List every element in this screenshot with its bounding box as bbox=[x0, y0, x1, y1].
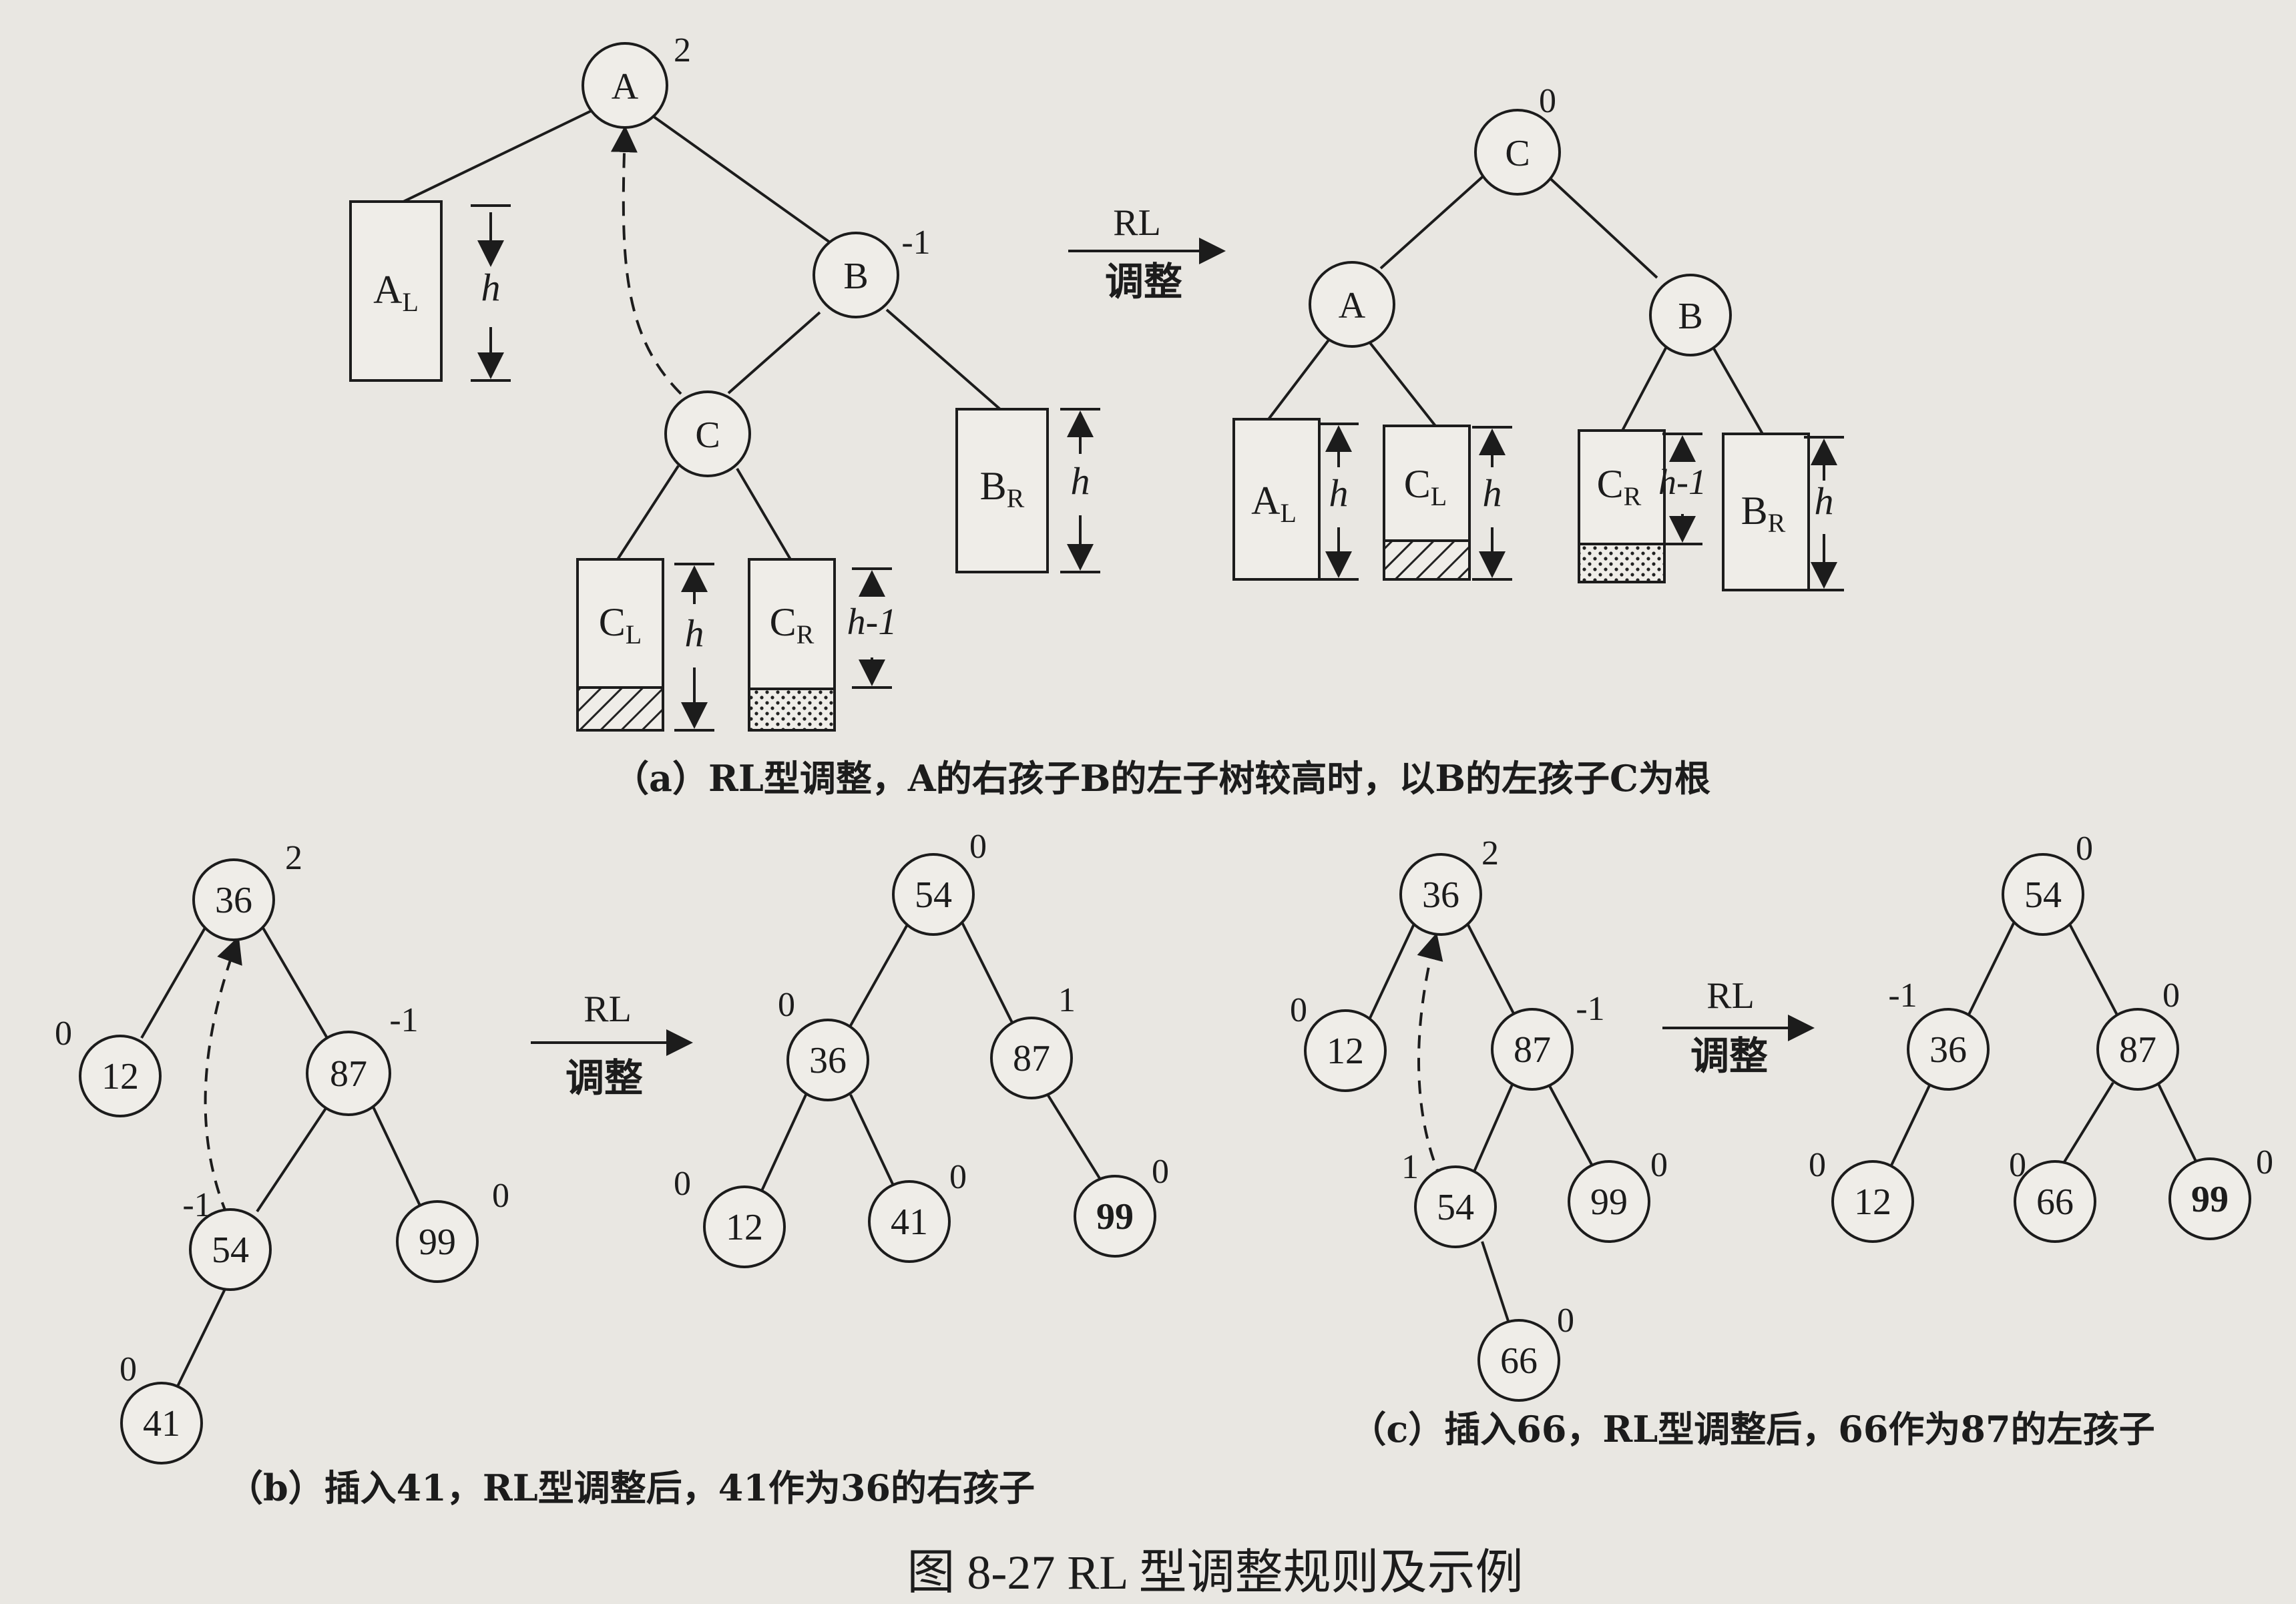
subtree-a-after-AL: AL bbox=[1251, 479, 1297, 528]
bf-c-after-54: 0 bbox=[2076, 830, 2093, 868]
node-c-before-99: 99 bbox=[1590, 1181, 1628, 1223]
bf-c-before-66: 0 bbox=[1557, 1302, 1574, 1340]
figure-title: 图 8-27 RL 型调整规则及示例 bbox=[907, 1546, 1523, 1599]
node-b-after-99: 99 bbox=[1096, 1196, 1134, 1238]
bf-a-before-A: 2 bbox=[674, 31, 691, 69]
node-c-after-12: 12 bbox=[1854, 1181, 1891, 1223]
bf-b-after-99: 0 bbox=[1152, 1153, 1169, 1191]
bf-c-after-66: 0 bbox=[2009, 1146, 2026, 1184]
height-label: h bbox=[1071, 459, 1090, 503]
panel-b-before bbox=[79, 858, 479, 1464]
node-a-after-B: B bbox=[1678, 296, 1702, 337]
node-c-before-36: 36 bbox=[1422, 874, 1459, 916]
caption-c: （c）插入66，RL型调整后，66作为87的左孩子 bbox=[1350, 1408, 2154, 1450]
bf-c-before-87: -1 bbox=[1576, 990, 1604, 1028]
node-c-before-12: 12 bbox=[1327, 1031, 1364, 1072]
node-b-after-87: 87 bbox=[1013, 1038, 1050, 1079]
caption-a: （a）RL型调整，A的右孩子B的左子树较高时，以B的左孩子C为根 bbox=[613, 757, 1710, 800]
subtree-a-after-BR: BR bbox=[1741, 489, 1786, 538]
rl-arrow-c: RL 调整 bbox=[1662, 975, 1815, 1079]
bf-c-after-87: 0 bbox=[2162, 977, 2180, 1015]
node-b-after-36: 36 bbox=[809, 1040, 847, 1081]
height-label: h-1 bbox=[1658, 462, 1706, 502]
panel-a-after bbox=[1232, 109, 1844, 591]
caption-b: （b）插入41，RL型调整后，41作为36的右孩子 bbox=[227, 1466, 1035, 1509]
bf-a-before-B: -1 bbox=[901, 224, 930, 262]
rl-label: RL bbox=[1706, 975, 1755, 1017]
node-b-before-12: 12 bbox=[101, 1056, 139, 1097]
bf-b-before-36: 2 bbox=[285, 839, 302, 877]
adjust-label: 调整 bbox=[1690, 1033, 1768, 1079]
bf-b-before-54: -1 bbox=[182, 1186, 211, 1224]
node-a-after-A: A bbox=[1339, 285, 1366, 326]
node-a-before-B: B bbox=[843, 256, 868, 297]
node-b-after-54: 54 bbox=[915, 874, 952, 916]
node-c-before-66: 66 bbox=[1500, 1340, 1538, 1382]
adjust-label: 调整 bbox=[565, 1055, 643, 1101]
bf-b-after-87: 1 bbox=[1058, 981, 1076, 1019]
bf-b-before-12: 0 bbox=[55, 1015, 72, 1053]
bf-b-after-12: 0 bbox=[674, 1165, 691, 1203]
node-c-after-36: 36 bbox=[1929, 1029, 1967, 1071]
subtree-a-after-CL: CL bbox=[1404, 462, 1447, 511]
bf-b-before-99: 0 bbox=[492, 1177, 509, 1215]
node-c-after-54: 54 bbox=[2024, 874, 2062, 916]
node-b-before-36: 36 bbox=[215, 880, 252, 921]
node-b-before-87: 87 bbox=[330, 1053, 367, 1095]
rl-arrow-b: RL 调整 bbox=[531, 989, 693, 1101]
bf-c-before-12: 0 bbox=[1290, 991, 1307, 1029]
bf-c-after-12: 0 bbox=[1809, 1146, 1826, 1184]
node-c-after-99: 99 bbox=[2191, 1179, 2229, 1220]
subtree-a-before-AL: AL bbox=[373, 268, 419, 317]
height-label: h-1 bbox=[847, 601, 897, 643]
panel-a-before bbox=[349, 42, 1100, 732]
adjust-label: 调整 bbox=[1105, 259, 1182, 304]
bf-c-before-99: 0 bbox=[1650, 1146, 1668, 1184]
rl-label: RL bbox=[1113, 202, 1161, 244]
bf-c-before-36: 2 bbox=[1481, 834, 1499, 872]
height-label: h bbox=[685, 611, 704, 655]
node-b-after-12: 12 bbox=[726, 1207, 763, 1248]
panel-b-after bbox=[703, 853, 1156, 1268]
panel-c-after bbox=[1831, 853, 2251, 1243]
subtree-a-before-CL: CL bbox=[599, 600, 642, 649]
bf-c-before-54: 1 bbox=[1401, 1148, 1419, 1186]
height-label: h bbox=[481, 266, 501, 309]
bf-b-after-41: 0 bbox=[949, 1158, 967, 1196]
node-b-before-54: 54 bbox=[212, 1230, 249, 1271]
node-c-before-87: 87 bbox=[1514, 1029, 1551, 1071]
node-b-after-41: 41 bbox=[891, 1201, 928, 1243]
bf-a-after-C: 0 bbox=[1539, 82, 1556, 120]
bf-b-before-87: -1 bbox=[389, 1001, 418, 1039]
node-b-before-99: 99 bbox=[419, 1222, 456, 1263]
node-a-before-A: A bbox=[612, 66, 639, 107]
bf-b-after-36: 0 bbox=[778, 986, 795, 1024]
bf-c-after-99: 0 bbox=[2256, 1143, 2273, 1181]
node-c-after-66: 66 bbox=[2036, 1181, 2074, 1223]
height-label: h bbox=[1815, 479, 1834, 523]
rl-label: RL bbox=[584, 989, 632, 1030]
node-b-before-41: 41 bbox=[143, 1403, 180, 1444]
bf-b-after-54: 0 bbox=[969, 828, 987, 866]
bf-c-after-36: -1 bbox=[1888, 977, 1917, 1015]
subtree-a-before-CR: CR bbox=[770, 600, 815, 649]
node-a-after-C: C bbox=[1505, 133, 1530, 174]
panel-c-before bbox=[1304, 853, 1650, 1402]
node-a-before-C: C bbox=[695, 415, 720, 456]
rl-arrow-a: RL 调整 bbox=[1068, 202, 1226, 304]
node-c-after-87: 87 bbox=[2119, 1029, 2156, 1071]
subtree-a-before-BR: BR bbox=[980, 464, 1025, 513]
height-label: h bbox=[1483, 471, 1502, 515]
subtree-a-after-CR: CR bbox=[1597, 462, 1642, 511]
height-label: h bbox=[1329, 471, 1349, 515]
node-c-before-54: 54 bbox=[1437, 1187, 1474, 1228]
bf-b-before-41: 0 bbox=[120, 1350, 137, 1388]
